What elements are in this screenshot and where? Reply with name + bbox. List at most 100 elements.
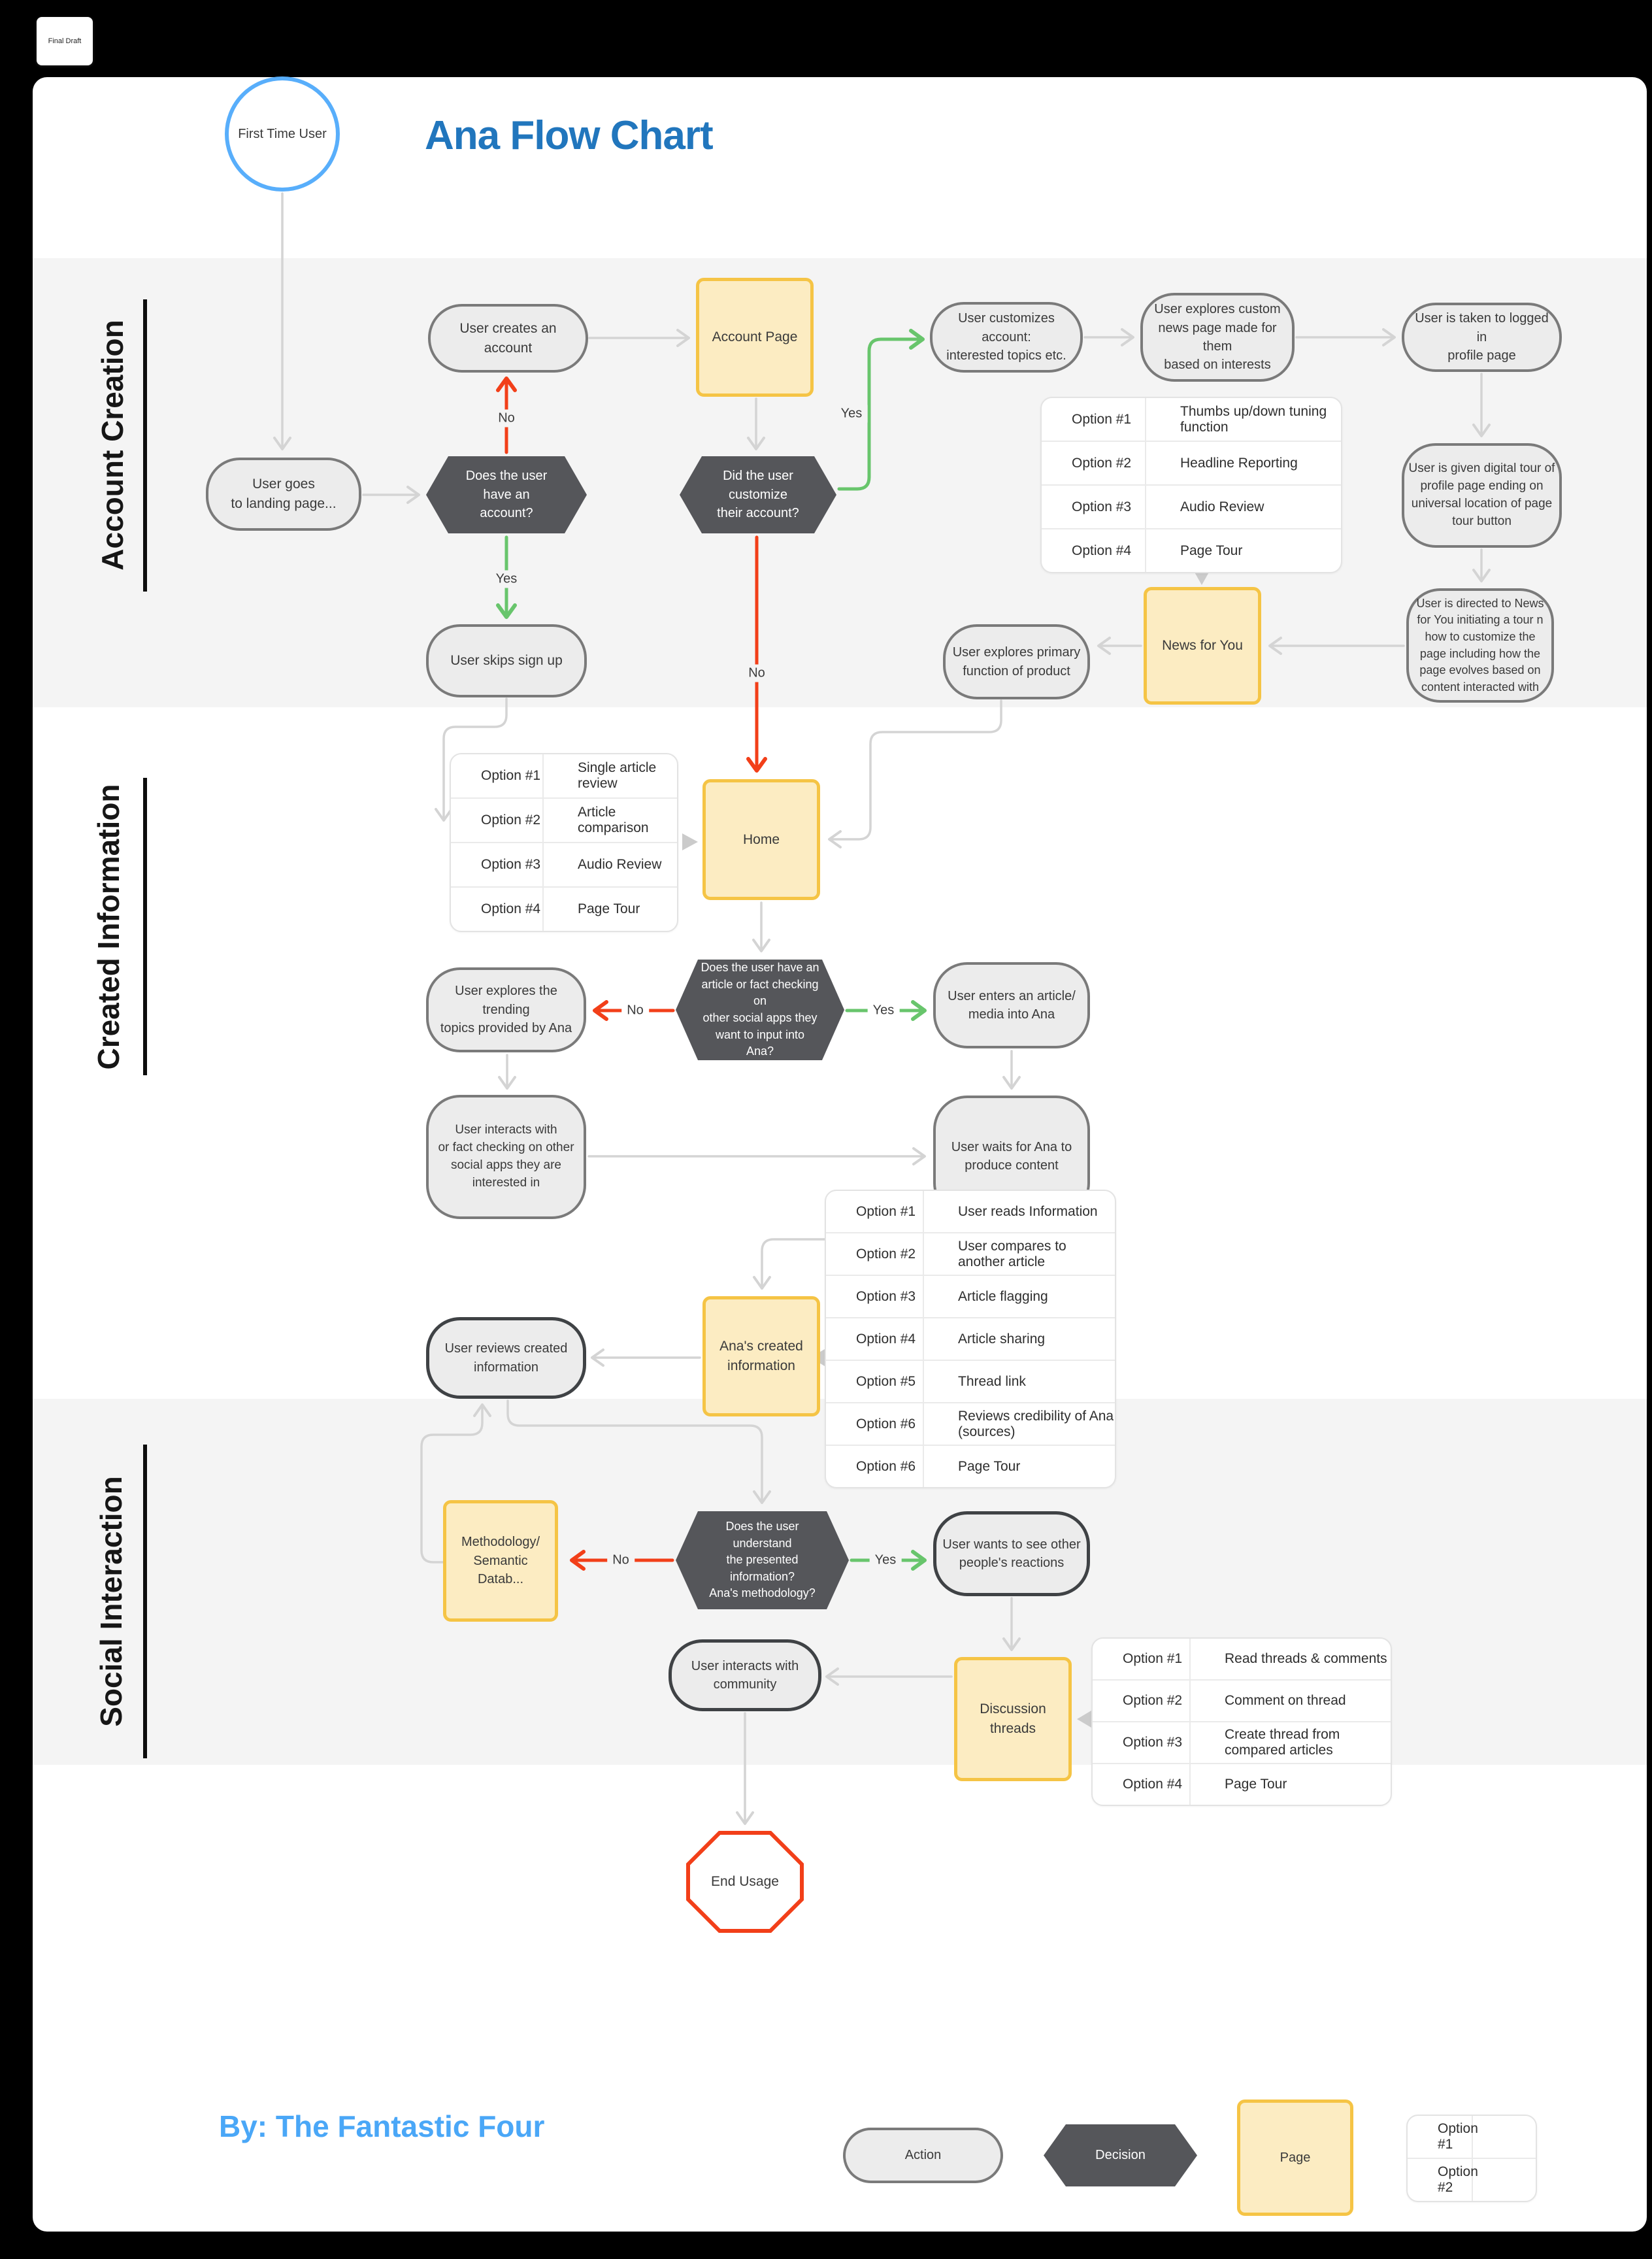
option-cell: Option #4 [1042, 529, 1146, 572]
table-connector-triangle [1193, 570, 1210, 585]
node-label: User customizes account: interested topi… [946, 311, 1066, 363]
edge-label-no: No [621, 1001, 649, 1020]
section-label-social-interaction: Social Interaction [94, 1476, 128, 1727]
user-explores-trending[interactable]: User explores the trending topics provid… [426, 967, 586, 1052]
option-cell: Option #4 [1093, 1764, 1191, 1805]
user-reviews-created[interactable]: User reviews created information [426, 1317, 586, 1399]
node-label: Ana's created information [719, 1339, 803, 1373]
value-cell: Page Tour [1225, 1777, 1287, 1792]
table-row: Option #5 Thread link [826, 1360, 1115, 1402]
option-cell: Option #6 [826, 1446, 924, 1487]
flow-edge [420, 1403, 491, 1564]
value-cell: Thread link [958, 1373, 1026, 1389]
edge-label-no: No [493, 409, 520, 427]
methodology-semantic-db[interactable]: Methodology/ Semantic Datab... [443, 1500, 558, 1622]
end-octagon-shape [686, 1831, 804, 1933]
node-label: Does the user have an article or fact ch… [701, 961, 819, 1058]
legend-action[interactable]: Action [843, 2128, 1003, 2183]
user-interacts-fact-checking[interactable]: User interacts with or fact checking on … [426, 1095, 586, 1219]
user-wants-reactions[interactable]: User wants to see other people's reactio… [933, 1511, 1090, 1596]
node-label: User interacts with community [691, 1658, 799, 1692]
option-cell: Option #3 [1042, 486, 1146, 528]
option-cell: Option #1 [1093, 1639, 1191, 1679]
table-connector-triangle [1077, 1711, 1091, 1728]
option-cell: Option #1 [451, 754, 544, 797]
value-cell: Page Tour [578, 901, 640, 916]
does-user-understand[interactable]: Does the user understand the presented i… [676, 1511, 849, 1609]
node-label: User explores the trending topics provid… [440, 984, 572, 1036]
value-cell: Headline Reporting [1180, 455, 1298, 471]
flow-edge [828, 699, 1002, 848]
node-label: User wants to see other people's reactio… [942, 1537, 1081, 1570]
legend-decision[interactable]: Decision [1044, 2124, 1197, 2186]
user-explores-custom-news[interactable]: User explores custom news page made for … [1140, 293, 1295, 382]
table-row: Option #1 [1408, 2116, 1536, 2158]
end-usage[interactable]: End Usage [686, 1830, 804, 1933]
user-skips-signup[interactable]: User skips sign up [426, 624, 587, 697]
user-taken-profile[interactable]: User is taken to logged in profile page [1402, 303, 1562, 372]
node-label: User creates an account [459, 320, 557, 356]
flowchart-canvas [33, 77, 1647, 2232]
node-label: News for You [1162, 638, 1243, 654]
table-row: Option #2 Article comparison [451, 797, 677, 842]
option-cell: Option #2 [1408, 2159, 1478, 2201]
page-title: Ana Flow Chart [425, 113, 714, 158]
edge-label-yes: Yes [867, 1001, 900, 1020]
option-cell: Option #2 [451, 799, 544, 842]
value-cell: Article comparison [578, 805, 649, 835]
value-cell: Article sharing [958, 1331, 1046, 1347]
option-cell: Option #5 [826, 1361, 924, 1402]
user-digital-tour[interactable]: User is given digital tour of profile pa… [1402, 443, 1562, 548]
option-cell: Option #1 [826, 1191, 924, 1232]
edge-label-yes: Yes [835, 405, 868, 423]
edge-label-no: No [607, 1551, 635, 1569]
home[interactable]: Home [702, 779, 820, 900]
node-label: User is taken to logged in profile page [1415, 311, 1549, 363]
first-time-user[interactable]: First Time User [225, 76, 340, 192]
table-row: Option #2 Headline Reporting [1042, 441, 1341, 484]
user-goes-landing[interactable]: User goes to landing page... [206, 458, 361, 531]
user-enters-article[interactable]: User enters an article/ media into Ana [933, 962, 1090, 1048]
did-user-customize[interactable]: Did the user customize their account? [680, 456, 836, 533]
user-interacts-community[interactable]: User interacts with community [669, 1639, 821, 1711]
user-customizes-account[interactable]: User customizes account: interested topi… [930, 302, 1083, 373]
edge-label-yes: Yes [490, 570, 523, 588]
byline: By: The Fantastic Four [219, 2109, 545, 2143]
user-directed-news[interactable]: User is directed to News for You initiat… [1406, 588, 1554, 703]
user-creates-account[interactable]: User creates an account [428, 304, 588, 373]
node-label: User goes to landing page... [231, 477, 337, 511]
node-label: Home [742, 831, 780, 847]
option-cell: Option #2 [826, 1233, 924, 1275]
discussion-threads[interactable]: Discussion threads [954, 1657, 1072, 1781]
table-connector-triangle [682, 833, 698, 850]
option-cell: Option #3 [826, 1276, 924, 1317]
node-label: End Usage [711, 1874, 779, 1890]
user-explores-primary[interactable]: User explores primary function of produc… [943, 624, 1090, 699]
node-label: User is given digital tour of profile pa… [1408, 461, 1555, 528]
anas-created-information[interactable]: Ana's created information [702, 1296, 820, 1416]
legend-page[interactable]: Page [1237, 2100, 1353, 2216]
node-label: Account Page [712, 329, 798, 345]
node-label: Action [904, 2148, 942, 2163]
account-page[interactable]: Account Page [696, 278, 814, 397]
does-user-have-article[interactable]: Does the user have an article or fact ch… [676, 960, 844, 1060]
news-for-you[interactable]: News for You [1144, 587, 1261, 705]
option-cell: Option #1 [1408, 2116, 1478, 2158]
file-tab[interactable]: Final Draft [37, 17, 93, 65]
does-user-have-account[interactable]: Does the user have an account? [426, 456, 587, 533]
option-cell: Option #2 [1042, 442, 1146, 484]
